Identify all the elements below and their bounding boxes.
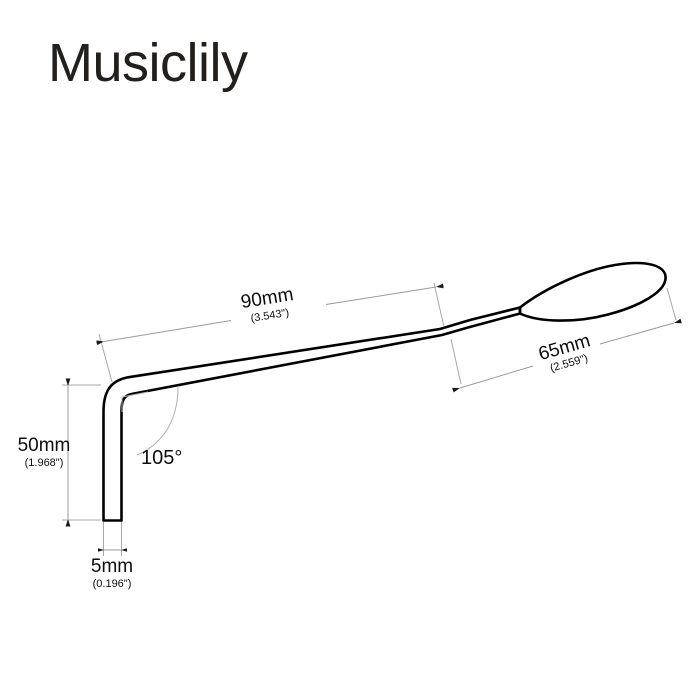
dim-5mm-value: 5mm xyxy=(91,556,133,577)
dimension-5mm: 5mm (0.196") xyxy=(91,522,133,590)
dim-line-90-left-seg xyxy=(96,320,232,346)
ext-line-90-right xyxy=(433,282,445,328)
ext-line-65-right xyxy=(666,287,677,321)
paddle-head-path xyxy=(518,261,667,322)
dim-90mm-inches: (3.543") xyxy=(250,307,290,325)
dim-50mm-inches: (1.968") xyxy=(25,457,64,469)
dim-line-65-right-seg xyxy=(599,318,682,345)
dimension-50mm: 50mm (1.968") xyxy=(18,378,101,527)
dim-line-65-left-seg xyxy=(452,365,534,393)
angle-corner-bracket xyxy=(121,391,149,412)
ext-line-65-left xyxy=(450,338,462,385)
brand-logo: Musiclily xyxy=(48,33,248,93)
angle-arc xyxy=(136,386,179,456)
dim-line-90-right-seg xyxy=(325,283,444,305)
dim-5mm-inches: (0.196") xyxy=(93,578,132,590)
arm-body-path xyxy=(102,306,522,522)
angle-105: 105° xyxy=(121,386,182,469)
angle-105-label: 105° xyxy=(141,447,182,469)
dimension-90mm: 90mm (3.543") xyxy=(96,282,445,383)
tremolo-arm-outline xyxy=(102,261,667,522)
dim-50mm-value: 50mm xyxy=(18,435,71,456)
